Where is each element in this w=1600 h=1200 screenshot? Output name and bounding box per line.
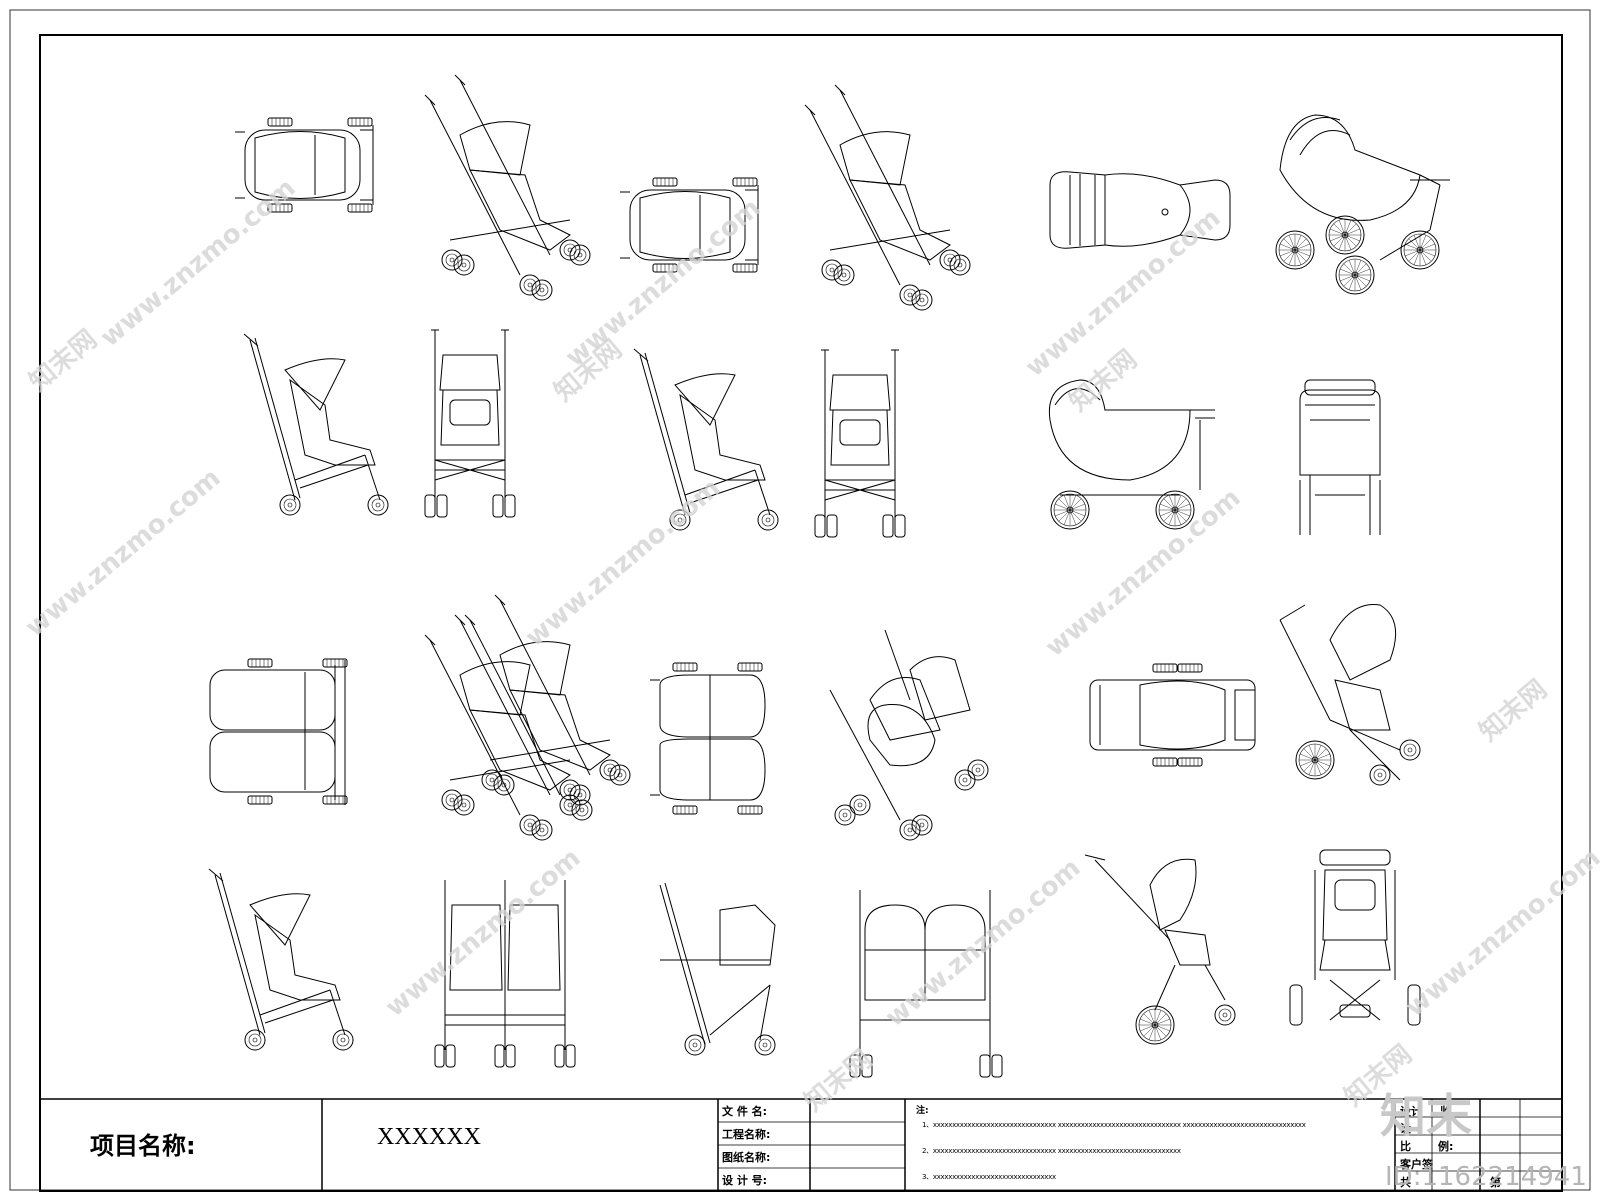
double-stroller-top-view: [209, 658, 348, 805]
double-stroller-front-view: [434, 880, 576, 1068]
design-label: 设计: [1400, 1105, 1422, 1118]
note-line-2: 2、xxxxxxxxxxxxxxxxxxxxxxxxxxxxxxxx xxxxx…: [922, 1147, 1181, 1155]
scale-label-2: 例:: [1438, 1140, 1454, 1153]
double-bassinet-perspective: [829, 629, 989, 841]
watermark-logo: 知末: [1380, 1089, 1472, 1143]
supervise-label: 监: [1440, 1105, 1451, 1118]
stroller-perspective-2: [805, 85, 970, 310]
modern-stroller-side-view: [1084, 854, 1236, 1045]
double-bassinet-top-view: [650, 662, 766, 815]
total-pages-label: 共: [1400, 1176, 1411, 1189]
designer-label: 设: [1400, 1122, 1411, 1135]
design-number-label: 设 计 号:: [722, 1174, 768, 1187]
client-signature-label: 客户签: [1400, 1158, 1433, 1171]
stroller-side-view-1: [244, 334, 388, 515]
double-bassinet-front-view: [849, 890, 1003, 1078]
bassinet-stroller-side-view: [659, 882, 776, 1056]
pram-perspective: [1275, 114, 1450, 295]
pram-side-view: [1048, 379, 1215, 530]
project-name-value: XXXXXX: [377, 1124, 481, 1150]
outer-border: [9, 9, 1591, 1191]
watermark-id: ID:1162214941: [1385, 1162, 1587, 1192]
page-label: 第: [1490, 1176, 1501, 1189]
pram-front-view: [1299, 379, 1381, 535]
travel-system-top-view: [1089, 663, 1256, 767]
project-title-label: 工程名称:: [722, 1128, 771, 1141]
file-name-label: 文 件 名:: [722, 1105, 768, 1118]
title-block: [40, 1098, 1562, 1191]
scale-label: 比: [1400, 1140, 1411, 1153]
drawing-frame: [39, 34, 1563, 1192]
modern-stroller-perspective: [1279, 603, 1421, 786]
note-line-1: 1、xxxxxxxxxxxxxxxxxxxxxxxxxxxxxxxx xxxxx…: [922, 1121, 1306, 1129]
stroller-front-view-2: [814, 349, 906, 538]
pram-top-view: [1049, 171, 1231, 249]
stroller-side-view-3: [209, 869, 353, 1050]
note-line-3: 3、xxxxxxxxxxxxxxxxxxxxxxxxxxxxxxxx: [922, 1173, 1056, 1181]
modern-stroller-front-view: [1289, 849, 1421, 1026]
stroller-perspective-1: [425, 75, 590, 300]
notes-label: 注:: [916, 1106, 929, 1116]
project-name-label: 项目名称:: [90, 1132, 196, 1160]
stroller-front-view-1: [424, 329, 516, 518]
drawing-name-label: 图纸名称:: [722, 1151, 771, 1164]
